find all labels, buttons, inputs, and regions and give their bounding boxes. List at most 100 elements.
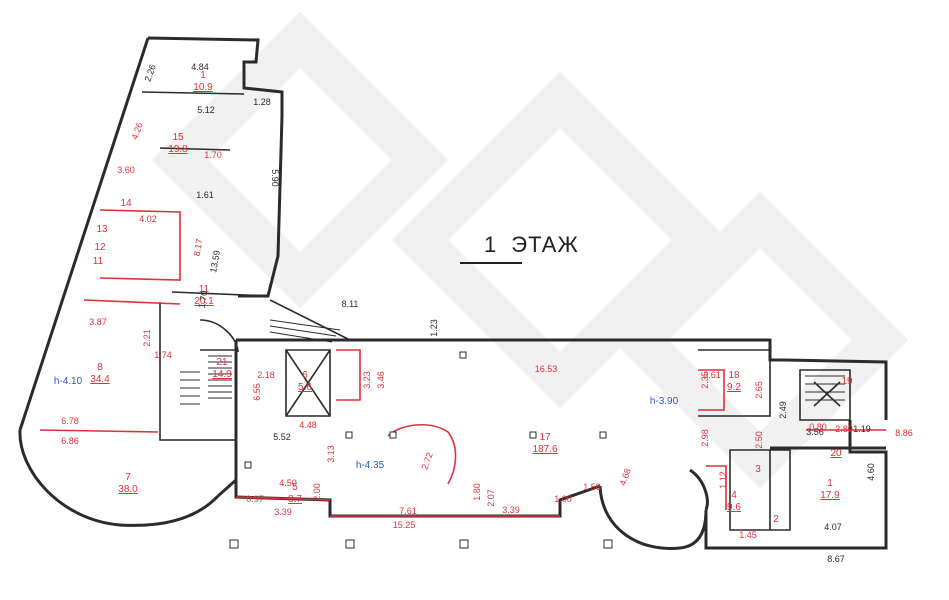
dimension-label: 1.70 bbox=[204, 150, 222, 160]
dimension-label: 8.11 bbox=[342, 299, 359, 309]
dimension-label: 16.53 bbox=[535, 364, 558, 374]
room-number: 3 bbox=[755, 464, 761, 475]
room-number: 14 bbox=[120, 198, 132, 209]
dimension-label: 6.55 bbox=[252, 383, 262, 401]
dimension-label: 3.23 bbox=[362, 371, 372, 389]
dimension-label: 3.87 bbox=[89, 317, 107, 327]
room-number: 13 bbox=[96, 224, 108, 235]
watermark bbox=[151, 11, 909, 489]
room-area: 38.0 bbox=[118, 484, 138, 495]
room-area: 5.6 bbox=[298, 382, 312, 393]
dimension-label: 1.19 bbox=[853, 424, 871, 434]
ceiling-height-label: h-4.10 bbox=[54, 376, 83, 387]
dimension-label: 8.67 bbox=[827, 554, 845, 564]
pillars bbox=[229, 351, 613, 549]
dimension-label: 2.65 bbox=[754, 381, 764, 399]
dimension-label: 3.39 bbox=[502, 505, 520, 515]
dimension-label: 3.13 bbox=[326, 445, 336, 463]
red-dimensions: 4.261.703.604.028.173.872.211.746.786.86… bbox=[61, 121, 913, 540]
dimension-label: 4.26 bbox=[129, 121, 144, 141]
room-number: 19 bbox=[841, 376, 853, 387]
dimension-label: 0.97 bbox=[246, 494, 264, 504]
dimension-label: 1.61 bbox=[196, 190, 214, 200]
dimension-label: 4.48 bbox=[299, 420, 317, 430]
dimension-label: 1.70 bbox=[197, 290, 210, 309]
room-number: 4 bbox=[731, 490, 737, 501]
black-dimensions: 2.26 4.84 1.28 5.12 5.90 1.61 13.59 8.11 1.23 1.7… bbox=[142, 62, 876, 564]
ceiling-height-label: h-3.90 bbox=[650, 396, 679, 407]
room-number: 7 bbox=[125, 472, 131, 483]
dimension-label: 13.59 bbox=[208, 250, 222, 274]
dimension-label: 1.74 bbox=[154, 350, 172, 360]
dimension-label: 2.07 bbox=[486, 489, 496, 507]
floor-title-underline bbox=[460, 262, 522, 264]
dimension-label: 2.98 bbox=[700, 429, 710, 447]
room-area: 14.9 bbox=[212, 369, 232, 380]
dimension-label: 6.78 bbox=[61, 416, 79, 426]
dimension-label: 1.58 bbox=[583, 482, 601, 492]
dimension-label: 4.07 bbox=[824, 522, 842, 532]
room-area: 20.1 bbox=[194, 296, 214, 307]
room-number: 11 bbox=[93, 256, 104, 267]
room-number: 21 bbox=[216, 357, 228, 368]
dimension-label: 1.80 bbox=[472, 483, 482, 501]
dimension-label: 0.80 bbox=[809, 422, 827, 432]
room-number: 18 bbox=[728, 370, 740, 381]
dimension-label: 1.12 bbox=[718, 471, 728, 489]
room-number: 1 bbox=[200, 70, 206, 81]
dimension-label: 2.18 bbox=[257, 370, 275, 380]
dimension-label: 15.25 bbox=[393, 520, 416, 530]
room-area: 9.2 bbox=[727, 382, 741, 393]
dimension-label: 3.56 bbox=[806, 427, 824, 437]
room-number: 1 bbox=[827, 478, 833, 489]
dimension-label: 8.86 bbox=[895, 428, 913, 438]
dimension-label: 5.90 bbox=[270, 169, 280, 187]
room-area: 17.9 bbox=[820, 490, 840, 501]
room-area: 20 bbox=[830, 448, 842, 459]
dimension-label: 3.46 bbox=[376, 371, 386, 389]
room-number: 5 bbox=[292, 482, 298, 493]
room-area: 9.6 bbox=[727, 502, 741, 513]
room-number: 12 bbox=[94, 242, 106, 253]
dimension-label: 2.00 bbox=[312, 483, 322, 501]
dimension-label: 3.61 bbox=[703, 370, 721, 380]
dimension-label: 6.86 bbox=[61, 436, 79, 446]
floor-title: 1 ЭТАЖ bbox=[484, 232, 579, 258]
room-area: 34.4 bbox=[90, 374, 110, 385]
dimension-label: 5.52 bbox=[273, 432, 291, 442]
room-number: 2 bbox=[773, 514, 779, 525]
dimension-label: 4.60 bbox=[866, 463, 876, 481]
dimension-label: 4.84 bbox=[191, 62, 209, 72]
room-area: 8.7 bbox=[288, 494, 302, 505]
floor-number: 1 bbox=[484, 232, 498, 257]
room-labels: 110.91519.8141312111120.1834.4738.02114.… bbox=[90, 70, 853, 525]
room-number: 8 bbox=[97, 362, 103, 373]
room-area: 19.8 bbox=[168, 144, 188, 155]
room-number: 6 bbox=[302, 370, 308, 381]
dimension-label: 2.72 bbox=[419, 451, 434, 471]
room-area: 10.9 bbox=[193, 82, 213, 93]
dimension-label: 5.12 bbox=[197, 105, 215, 115]
dimension-label: 2.80 bbox=[835, 424, 853, 434]
dimension-label: 2.26 bbox=[142, 63, 157, 83]
dimension-label: 1.45 bbox=[739, 530, 757, 540]
dimension-label: 2.35 bbox=[700, 371, 710, 389]
dimension-label: 2.50 bbox=[754, 431, 764, 449]
dimension-label: 1.00 bbox=[554, 494, 572, 504]
room-number: 17 bbox=[539, 432, 551, 443]
dimension-label: 7.61 bbox=[399, 506, 417, 516]
floor-label: ЭТАЖ bbox=[511, 232, 579, 257]
height-labels: h-4.10h-4.35h-3.90 bbox=[54, 376, 679, 471]
dimension-label: 4.02 bbox=[139, 214, 157, 224]
dimension-label: 1.28 bbox=[253, 97, 271, 107]
dimension-label: 2.21 bbox=[142, 329, 152, 347]
dimension-label: 3.39 bbox=[274, 507, 292, 517]
dimension-label: 1.23 bbox=[429, 319, 439, 337]
room-number: 15 bbox=[172, 132, 184, 143]
room-area: 187.6 bbox=[532, 444, 557, 455]
stairs bbox=[180, 319, 845, 405]
dimension-label: 4.68 bbox=[617, 467, 632, 487]
dimension-label: 4.50 bbox=[279, 478, 297, 488]
red-partitions bbox=[39, 209, 886, 517]
